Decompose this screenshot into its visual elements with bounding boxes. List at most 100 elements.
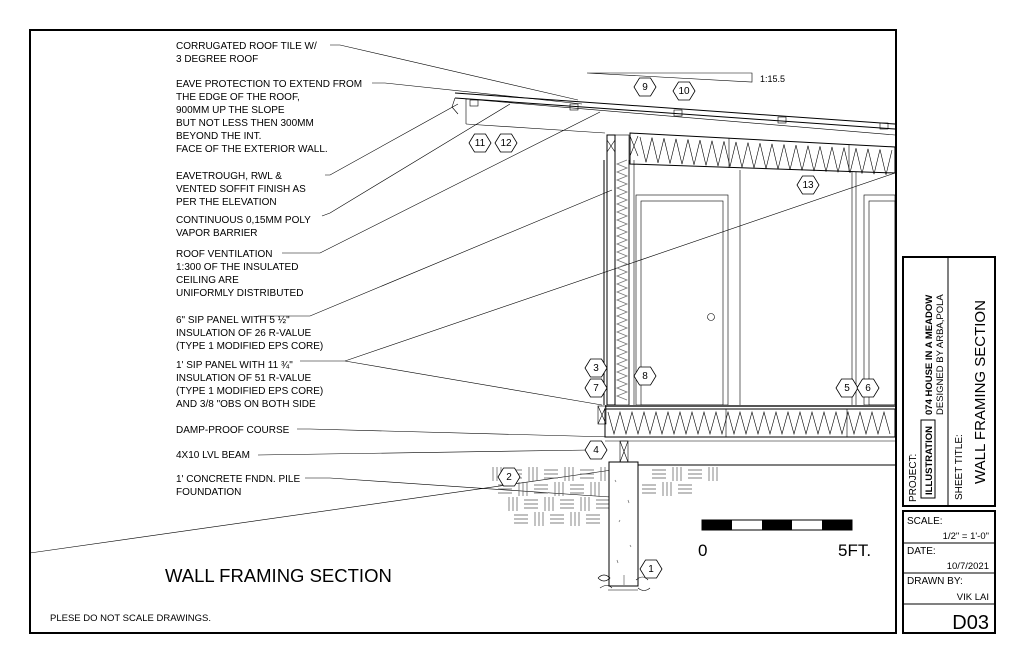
svg-text:BEYOND THE INT.: BEYOND THE INT.	[176, 131, 261, 142]
soil-hatch-cell	[642, 484, 656, 494]
soil-hatch-cell	[534, 484, 548, 494]
slope-label: 1:15.5	[760, 74, 785, 84]
hexagon-tag-shape	[856, 378, 880, 398]
project-label: PROJECT:	[908, 454, 919, 502]
soil-hatch-cell	[586, 514, 600, 524]
designer: DESIGNED BY ARBA,POLA	[935, 294, 946, 415]
hexagon-tag-shape	[633, 366, 657, 386]
svg-text:1: 1	[648, 564, 654, 575]
callout-tag: 10	[672, 81, 696, 101]
callout-tag: 13	[796, 175, 820, 195]
concrete-pile	[597, 461, 651, 591]
soil-hatch-cell	[518, 482, 528, 496]
scale-start-label: 0	[698, 541, 707, 560]
svg-text:6: 6	[865, 383, 871, 394]
callout-tag: 4	[584, 440, 608, 460]
svg-text:EAVETROUGH, RWL &: EAVETROUGH, RWL &	[176, 171, 282, 182]
svg-text:8: 8	[642, 371, 648, 382]
svg-text:FACE OF THE EXTERIOR WALL.: FACE OF THE EXTERIOR WALL.	[176, 144, 328, 155]
callout-tag: 11	[468, 133, 492, 153]
svg-text:900MM UP THE SLOPE: 900MM UP THE SLOPE	[176, 105, 285, 116]
svg-text:9: 9	[642, 82, 648, 93]
soil-hatch-cell	[570, 484, 584, 494]
svg-text:ROOF VENTILATION: ROOF VENTILATION	[176, 249, 273, 260]
soil-hatch-cell	[688, 469, 702, 479]
hexagon-tag-shape	[796, 175, 820, 195]
hexagon-tag-shape	[497, 467, 521, 487]
soil-hatch-cell	[678, 484, 692, 494]
soil-hatch-cell	[596, 499, 610, 509]
svg-text:VAPOR BARRIER: VAPOR BARRIER	[176, 228, 258, 239]
sheet-title-label: SHEET TITLE:	[954, 434, 965, 500]
svg-text:(TYPE 1 MODIFIED EPS CORE): (TYPE 1 MODIFIED EPS CORE)	[176, 386, 323, 397]
drawn-by-value: VIK LAI	[957, 592, 989, 603]
svg-text:13: 13	[802, 180, 814, 191]
drawing-title: WALL FRAMING SECTION	[165, 565, 392, 586]
svg-text:1' CONCRETE FNDN. PILE: 1' CONCRETE FNDN. PILE	[176, 474, 300, 485]
svg-text:4X10 LVL BEAM: 4X10 LVL BEAM	[176, 450, 250, 461]
graphic-scale-bar: 0 5FT.	[698, 519, 871, 560]
svg-text:6" SIP PANEL WITH 5 ½": 6" SIP PANEL WITH 5 ½"	[176, 315, 290, 326]
disclaimer: PLESE DO NOT SCALE DRAWINGS.	[50, 613, 211, 624]
svg-text:CORRUGATED ROOF TILE W/: CORRUGATED ROOF TILE W/	[176, 41, 317, 52]
hexagon-tag-shape	[633, 77, 657, 97]
floor-assembly	[597, 405, 896, 466]
hexagon-tag-shape	[494, 133, 518, 153]
soil-hatch-cell	[600, 467, 610, 481]
soil-hatch-cell	[514, 514, 528, 524]
svg-text:3: 3	[593, 363, 599, 374]
soil-hatch-cell	[550, 514, 564, 524]
soil-hatch-cell	[708, 467, 718, 481]
svg-text:THE EDGE OF THE ROOF,: THE EDGE OF THE ROOF,	[176, 92, 300, 103]
hexagon-tag-shape	[672, 81, 696, 101]
callout-tags: 1 2 3 4 5 6 7 8 9 10 11 12 13	[468, 77, 880, 579]
soil-hatch-cell	[560, 499, 574, 509]
soil-hatch-cell	[662, 482, 672, 496]
note-roof-tile: CORRUGATED ROOF TILE W/ 3 DEGREE ROOF	[176, 41, 317, 65]
soil-hatch-cell	[564, 467, 574, 481]
svg-text:CONTINUOUS 0,15MM POLY: CONTINUOUS 0,15MM POLY	[176, 215, 311, 226]
soil-hatch-cell	[528, 467, 538, 481]
soil-hatch-cell	[570, 512, 580, 526]
svg-text:INSULATION OF 51 R-VALUE: INSULATION OF 51 R-VALUE	[176, 373, 312, 384]
leader-lines	[29, 44, 896, 554]
svg-text:BUT NOT LESS THEN 300MM: BUT NOT LESS THEN 300MM	[176, 118, 314, 129]
svg-text:4: 4	[593, 445, 599, 456]
sheet-number: D03	[952, 612, 989, 634]
soil-hatch-cell	[544, 469, 558, 479]
date-value: 10/7/2021	[947, 561, 989, 572]
soil-hatch-cell	[508, 497, 518, 511]
callout-tag: 8	[633, 366, 657, 386]
svg-text:11: 11	[475, 138, 486, 149]
project-name: 074 HOUSE IN A MEADOW	[924, 295, 935, 415]
svg-text:FOUNDATION: FOUNDATION	[176, 487, 241, 498]
callout-tag: 2	[497, 467, 521, 487]
hexagon-tag-shape	[468, 133, 492, 153]
ceiling-insulation	[629, 132, 896, 175]
svg-text:INSULATION OF 26 R-VALUE: INSULATION OF 26 R-VALUE	[176, 328, 312, 339]
interior-elevation	[635, 170, 896, 406]
note-roof-ventilation: ROOF VENTILATION 1:300 OF THE INSULATED …	[176, 249, 303, 299]
sheet-title: WALL FRAMING SECTION	[972, 300, 989, 484]
note-eavetrough: EAVETROUGH, RWL & VENTED SOFFIT FINISH A…	[176, 171, 306, 208]
svg-text:CEILING ARE: CEILING ARE	[176, 275, 239, 286]
hexagon-tag-shape	[584, 440, 608, 460]
scale-label: SCALE:	[907, 516, 943, 527]
soil-hatch-cell	[554, 482, 564, 496]
svg-text:UNIFORMLY DISTRIBUTED: UNIFORMLY DISTRIBUTED	[176, 288, 303, 299]
soil-hatch-cell	[524, 499, 538, 509]
door-knob	[707, 313, 715, 321]
scale-value: 1/2" = 1'-0"	[943, 531, 989, 542]
svg-text:VENTED SOFFIT FINISH AS: VENTED SOFFIT FINISH AS	[176, 184, 306, 195]
svg-text:AND 3/8 "OBS ON BOTH SIDE: AND 3/8 "OBS ON BOTH SIDE	[176, 399, 316, 410]
svg-text:10: 10	[678, 86, 690, 97]
svg-text:12: 12	[500, 138, 512, 149]
soil-hatch-cell	[672, 467, 682, 481]
note-concrete-pile: 1' CONCRETE FNDN. PILE FOUNDATION	[176, 474, 300, 498]
roof-assembly: 1:15.5	[451, 72, 896, 136]
hexagon-tag-shape	[584, 358, 608, 378]
project-badge: ILLUSTRATION	[924, 426, 935, 495]
note-lvl-beam: 4X10 LVL BEAM	[176, 450, 250, 461]
soil-hatch-cell	[652, 469, 666, 479]
svg-text:2: 2	[506, 472, 512, 483]
